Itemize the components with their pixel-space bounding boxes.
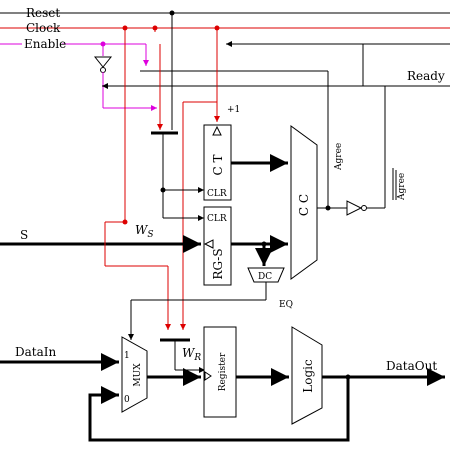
enable-label: Enable [24, 37, 66, 51]
agree-bar-label: Agree [397, 173, 407, 201]
ct-gate [151, 131, 204, 221]
clock-label: Clock [26, 21, 61, 35]
dataout: DataOut [322, 359, 445, 386]
datain-label: DataIn [15, 345, 56, 359]
wr-label: WR [182, 346, 201, 363]
reset-label: Reset [26, 6, 60, 20]
rgs-register: CLR RG-S [203, 206, 232, 286]
s-input: S [0, 228, 201, 253]
logic: Logic [291, 326, 323, 425]
ct-plus-label: +1 [227, 105, 240, 115]
rgs-clr-label: CLR [207, 214, 227, 224]
eq-label: EQ [279, 300, 293, 310]
datain: DataIn [0, 345, 119, 371]
register: Register [203, 326, 237, 418]
ct-clr-label: CLR [207, 189, 227, 199]
wr-gate: WR [160, 338, 205, 373]
enable-inverter [93, 56, 157, 111]
mux: MUX 1 0 [121, 336, 148, 413]
enable-line: Enable [0, 37, 149, 66]
clock-branches: +1 [122, 25, 240, 330]
ready-label: Ready [407, 69, 445, 83]
rgs-label: RG-S [211, 248, 225, 279]
agree-label: Agree [334, 143, 344, 171]
logic-label: Logic [301, 359, 315, 393]
ct-label: C T [211, 155, 225, 176]
ready-line: Ready [102, 69, 450, 130]
mux-label: MUX [133, 363, 143, 387]
feedback-loop [88, 377, 350, 442]
ws-path: WS [104, 219, 171, 330]
agree-inverter: Agree [346, 86, 407, 216]
register-label: Register [218, 352, 228, 391]
dc-decoder: DC EQ [128, 267, 293, 340]
dc-label: DC [258, 272, 272, 282]
s-label: S [20, 228, 28, 242]
ws-label: WS [135, 223, 154, 240]
clock-line: Clock [0, 21, 450, 35]
reset-branch [169, 10, 175, 130]
mux-in1-label: 1 [124, 351, 130, 361]
cc-label: C C [297, 194, 311, 216]
mux-in0-label: 0 [124, 395, 130, 405]
reset-line: Reset [0, 6, 450, 20]
dataout-label: DataOut [386, 359, 437, 373]
cc-comparator: C C [290, 125, 318, 280]
ct-counter: C T CLR [203, 124, 232, 201]
